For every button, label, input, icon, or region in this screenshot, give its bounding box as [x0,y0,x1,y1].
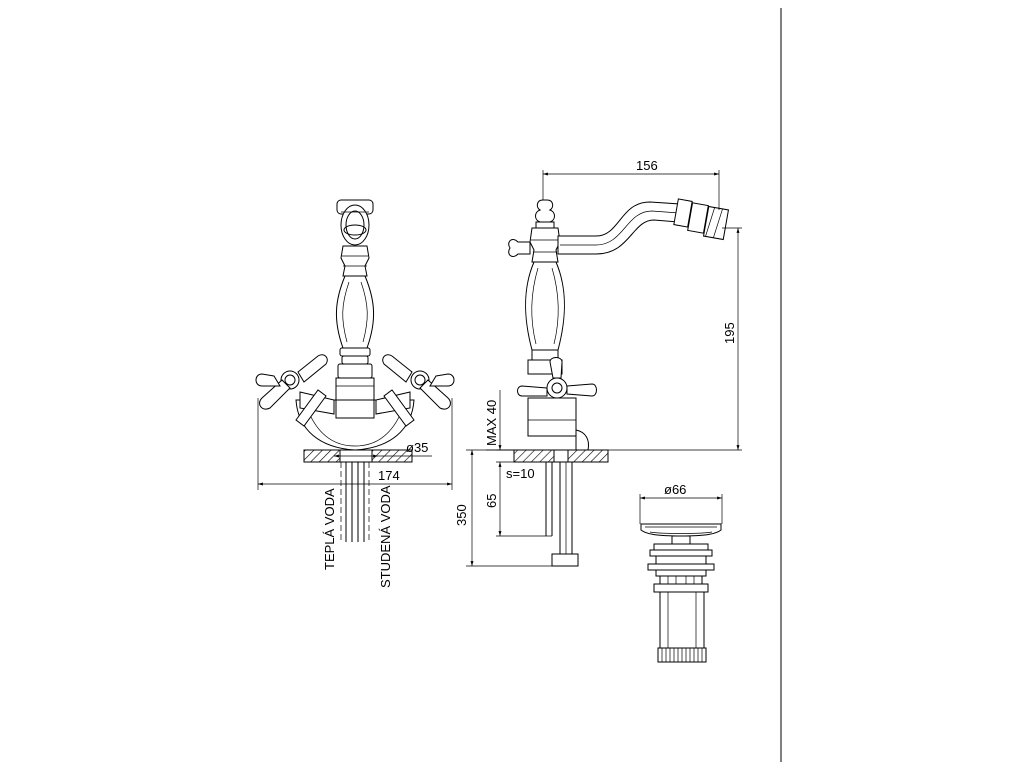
side-lower-body [527,397,589,451]
dimension-d66: ø66 [639,482,723,524]
dim-65-label: 65 [484,494,499,508]
hot-water-label: TEPLÁ VODA [322,488,337,570]
drain-body [659,591,705,649]
dim-156-label: 156 [636,158,658,173]
side-view: 156 195 MAX 40 s=10 65 [454,158,742,567]
curved-spout [557,198,730,255]
dim-195-label: 195 [722,322,737,344]
drain-flange [647,543,715,571]
dim-s10-label: s=10 [506,466,535,481]
drain-thread [657,647,707,663]
spout-head [336,199,374,246]
drain-cap [640,523,722,537]
faucet-body [295,245,415,451]
left-handle [255,354,335,427]
dim-350-label: 350 [454,504,469,526]
side-column [525,227,565,375]
dim-max40-label: MAX 40 [484,400,499,446]
cold-water-label: STUDENÁ VODA [378,485,393,588]
dim-d66-label: ø66 [664,482,686,497]
dimension-d35: ø35 [334,440,432,458]
drain-nut [653,569,709,593]
drain-valve-view: ø66 [639,482,723,663]
dim-d35-label: ø35 [406,440,428,455]
dimension-156: 156 [542,158,720,210]
base-plate-side [496,449,609,463]
dimension-65: 65 [484,494,552,537]
dim-174-label: 174 [378,468,400,483]
dimension-195: 195 [608,227,742,451]
drain-stem [671,535,691,545]
dimension-350: 350 [454,449,552,567]
side-knob [508,239,531,257]
supply-pipes [340,462,370,542]
dimension-s10: s=10 [496,461,535,536]
finial [535,199,555,229]
dimension-max40: MAX 40 [484,390,514,451]
dimension-174: 174 [257,398,453,490]
side-rods [545,461,579,567]
right-handle [375,354,455,427]
front-view: 174 ø35 TEPLÁ VODA STUDENÁ VODA [255,199,455,588]
